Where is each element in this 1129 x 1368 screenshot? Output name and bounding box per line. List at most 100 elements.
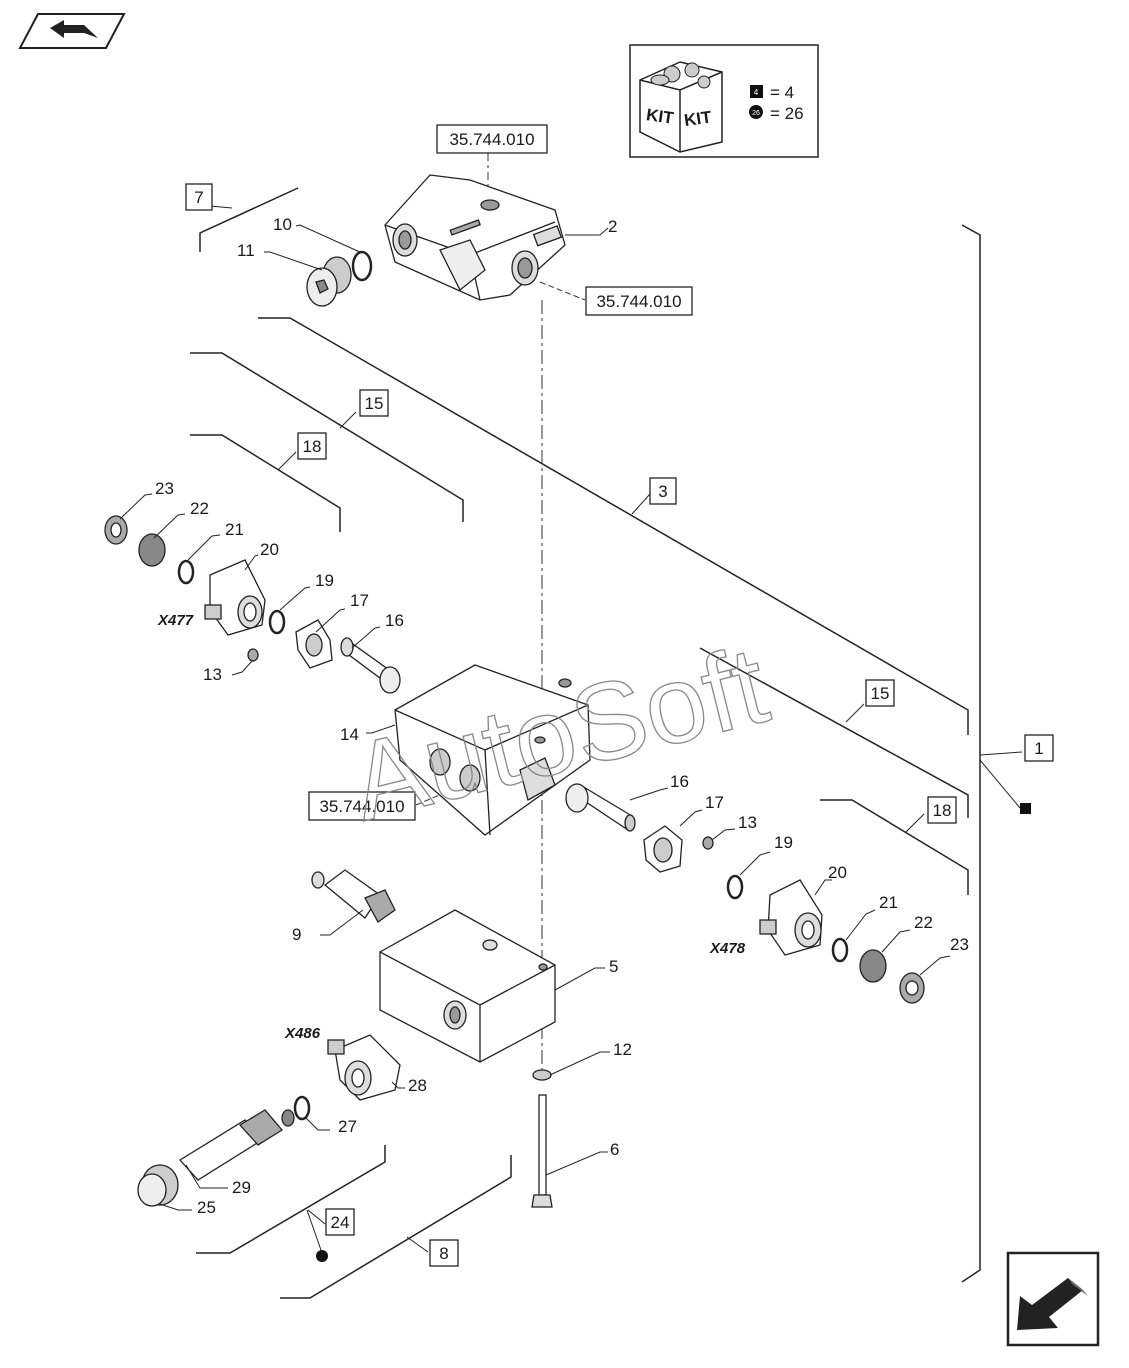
group-box-8-label: 8 (439, 1244, 448, 1263)
o-ring-10 (351, 250, 373, 282)
group-box-24-label: 24 (331, 1213, 350, 1232)
cartridge-29 (178, 1109, 295, 1181)
callout-25[interactable]: 25 (197, 1198, 216, 1217)
callout-13-right[interactable]: 13 (738, 813, 757, 832)
kit-box-icon: KIT KIT (639, 61, 723, 153)
group-box-18-lower-label: 18 (933, 801, 952, 820)
callout-9[interactable]: 9 (292, 925, 301, 944)
ring-21-left (177, 559, 195, 585)
reference-top[interactable]: 35.744.010 (436, 124, 548, 154)
group-box-7[interactable]: 7 (185, 183, 213, 211)
plate-17-left (295, 619, 333, 669)
o-ring-19-left (268, 609, 286, 635)
reference-top-label: 35.744.010 (449, 130, 534, 149)
callout-leaders (119, 224, 951, 1211)
connector-x478-label: X478 (709, 940, 746, 957)
group-box-24[interactable]: 24 (325, 1208, 355, 1236)
cap-23-left (104, 515, 128, 545)
callout-19-left[interactable]: 19 (315, 571, 334, 590)
callout-28[interactable]: 28 (408, 1076, 427, 1095)
group-box-18-upper[interactable]: 18 (297, 432, 327, 460)
callout-22-left[interactable]: 22 (190, 499, 209, 518)
callout-20-right[interactable]: 20 (828, 863, 847, 882)
callout-16-right[interactable]: 16 (670, 772, 689, 791)
callout-2[interactable]: 2 (608, 217, 617, 236)
coil-20-right (759, 879, 823, 956)
circle-marker-text: 26 (752, 110, 760, 117)
bolt-6 (531, 1094, 553, 1208)
callout-14[interactable]: 14 (340, 725, 359, 744)
parts-art (104, 174, 925, 1208)
spool-16-left (340, 637, 401, 694)
callout-20-left[interactable]: 20 (260, 540, 279, 559)
screw-13-right (702, 836, 714, 850)
callout-23-left[interactable]: 23 (155, 479, 174, 498)
group-box-15-upper-label: 15 (365, 394, 384, 413)
callout-27[interactable]: 27 (338, 1117, 357, 1136)
group-leaders (209, 205, 1023, 1254)
o-ring-19-right (726, 874, 744, 900)
callout-23-right[interactable]: 23 (950, 935, 969, 954)
valve-block-5 (379, 909, 556, 1063)
group-lines (190, 187, 981, 1299)
group-box-15-lower[interactable]: 15 (865, 679, 895, 707)
square-marker-text: 4 (754, 88, 759, 97)
group-box-1-label: 1 (1034, 739, 1043, 758)
plug-11 (306, 256, 352, 307)
callout-12[interactable]: 12 (613, 1040, 632, 1059)
back-arrow-icon[interactable] (18, 13, 126, 49)
valve-block-top (384, 174, 566, 301)
coil-20-left (204, 559, 266, 636)
callout-21-left[interactable]: 21 (225, 520, 244, 539)
kit-circle-marker-icon (316, 1250, 328, 1262)
washer-12 (532, 1069, 552, 1081)
group-box-15-lower-label: 15 (871, 684, 890, 703)
cap-23-right (899, 972, 925, 1004)
circle-marker-icon (749, 105, 763, 119)
valve-block-14 (394, 664, 591, 836)
square-marker-icon (750, 85, 763, 98)
group-box-7-label: 7 (194, 188, 203, 207)
group-box-8[interactable]: 8 (429, 1239, 459, 1267)
kit-label-right: KIT (683, 107, 713, 130)
callout-11[interactable]: 11 (237, 241, 255, 260)
callout-29[interactable]: 29 (232, 1178, 251, 1197)
screw-13-left (247, 648, 259, 662)
spool-16-right (565, 783, 636, 832)
plate-17-right (643, 825, 683, 873)
group-box-1[interactable]: 1 (1024, 734, 1054, 762)
o-ring-27 (293, 1095, 311, 1121)
connector-x477-label: X477 (157, 612, 194, 629)
reference-right[interactable]: 35.744.010 (539, 281, 693, 316)
callout-5[interactable]: 5 (609, 957, 618, 976)
kit-label-left: KIT (645, 105, 675, 128)
group-box-3[interactable]: 3 (649, 477, 677, 505)
callout-numbers: 2 10 11 23 22 21 20 19 17 16 13 14 16 17… (155, 215, 969, 1217)
reference-mid-label: 35.744.010 (319, 797, 404, 816)
forward-arrow-icon[interactable] (1006, 1251, 1100, 1347)
kit-square-marker-icon (1020, 803, 1031, 814)
reference-right-label: 35.744.010 (596, 292, 681, 311)
kit-square-count: = 4 (770, 83, 794, 102)
coil-28 (327, 1034, 401, 1101)
knob-25 (137, 1164, 179, 1207)
reference-mid[interactable]: 35.744.010 (308, 781, 471, 821)
callout-6[interactable]: 6 (610, 1140, 619, 1159)
callout-22-right[interactable]: 22 (914, 913, 933, 932)
callout-21-right[interactable]: 21 (879, 893, 898, 912)
callout-17-left[interactable]: 17 (350, 591, 369, 610)
cartridge-9 (311, 869, 396, 923)
callout-17-right[interactable]: 17 (705, 793, 724, 812)
callout-19-right[interactable]: 19 (774, 833, 793, 852)
group-box-18-upper-label: 18 (303, 437, 322, 456)
callout-16-left[interactable]: 16 (385, 611, 404, 630)
group-box-3-label: 3 (658, 482, 667, 501)
kit-circle-count: = 26 (770, 104, 804, 123)
group-box-15-upper[interactable]: 15 (359, 389, 389, 417)
callout-10[interactable]: 10 (273, 215, 292, 234)
callout-13-left[interactable]: 13 (203, 665, 222, 684)
group-box-18-lower[interactable]: 18 (927, 796, 957, 824)
nut-22-left (138, 533, 166, 567)
connector-x486-label: X486 (284, 1025, 321, 1042)
